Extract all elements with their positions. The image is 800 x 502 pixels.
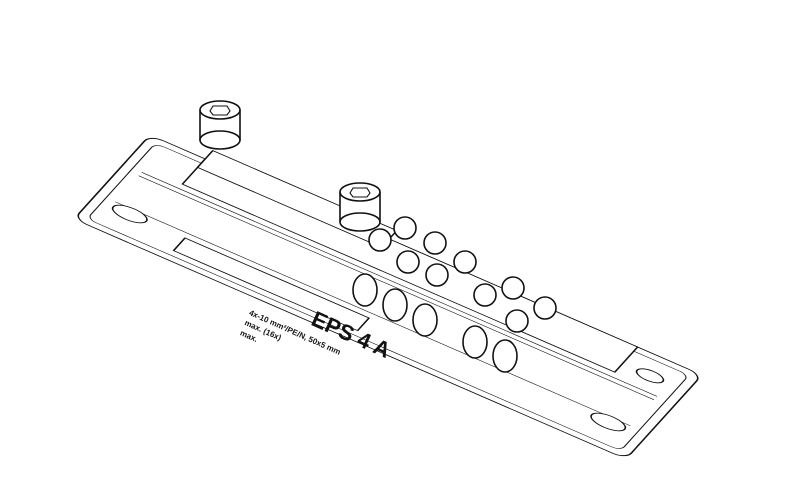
clamp-bolt [339,182,381,232]
rail-line [114,201,631,427]
rail-line [138,175,655,400]
wire-entry-holes [352,273,518,373]
clamp-bolt [199,100,241,150]
mounting-hole [111,204,148,224]
mounting-hole [590,412,627,432]
mounting-hole [635,368,665,384]
terminal-screws [368,216,557,333]
label-strip [172,237,370,332]
rail-line [141,172,658,397]
